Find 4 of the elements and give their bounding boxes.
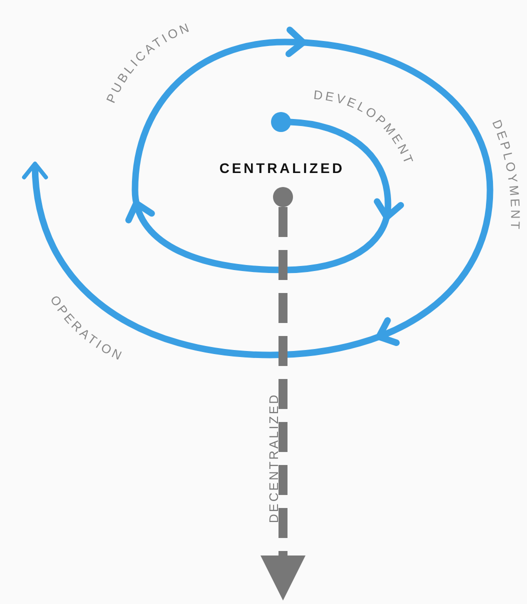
edge-label: DECENTRALIZED	[266, 393, 282, 523]
start-dot	[271, 112, 291, 132]
start-dot	[273, 187, 293, 207]
center-label: CENTRALIZED	[206, 158, 358, 178]
